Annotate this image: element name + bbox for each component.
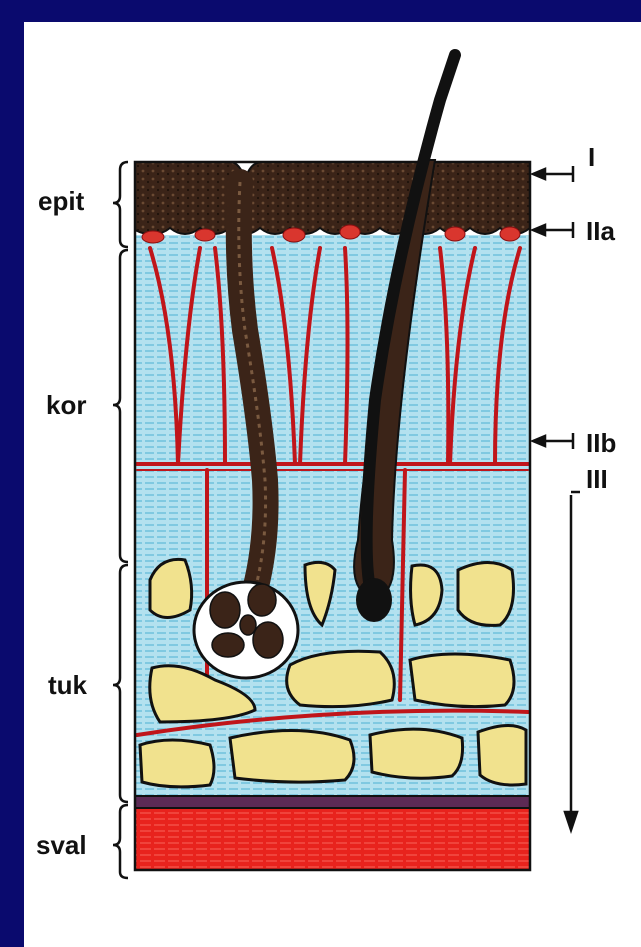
label-sval: sval [36, 832, 87, 858]
label-IIa: IIa [586, 218, 615, 244]
fascia-band [135, 796, 530, 808]
label-I: I [588, 144, 595, 170]
right-markers [533, 166, 580, 830]
epidermis-layer [135, 162, 530, 235]
bracket-sval [113, 805, 128, 878]
label-kor: kor [46, 392, 86, 418]
muscle-layer [135, 808, 530, 870]
label-epit: epit [38, 188, 84, 214]
bracket-tuk [113, 565, 128, 802]
bracket-epit [113, 162, 128, 247]
label-III: III [586, 466, 608, 492]
left-brackets [113, 162, 128, 878]
label-tuk: tuk [48, 672, 87, 698]
label-IIb: IIb [586, 430, 616, 456]
bracket-kor [113, 250, 128, 562]
skin-block [135, 162, 530, 870]
